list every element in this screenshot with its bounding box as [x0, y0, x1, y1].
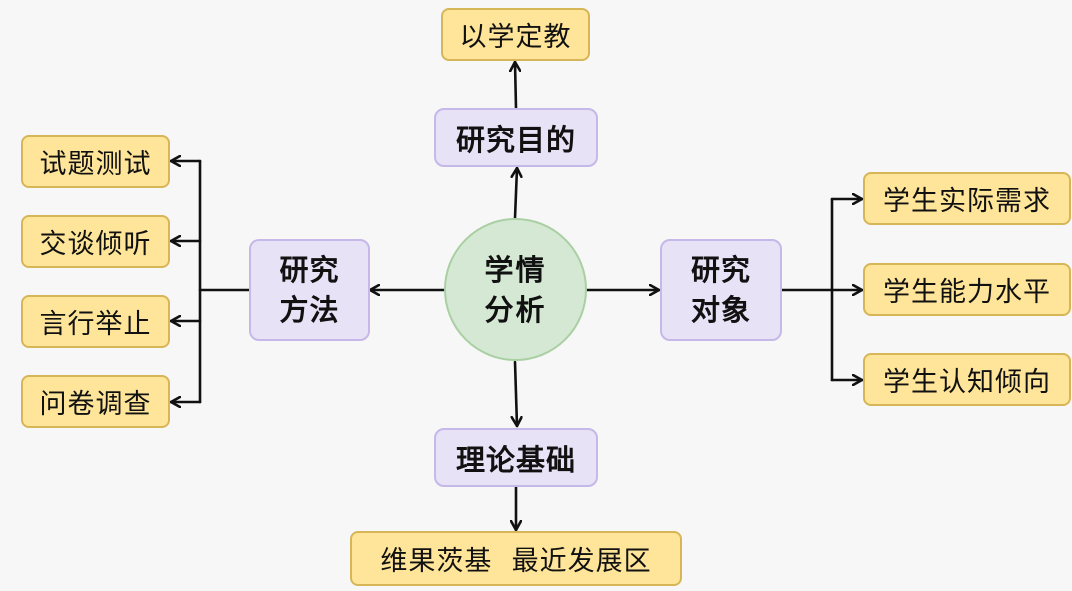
node-object-ability: 学生能力水平 [863, 263, 1071, 316]
node-method-test: 试题测试 [21, 135, 170, 188]
objects-line-1: 研究 [690, 253, 751, 287]
node-research-purpose: 研究目的 [434, 108, 598, 167]
center-line-1: 学情 [484, 252, 547, 287]
node-theoretical-basis: 理论基础 [434, 428, 598, 487]
node-method-survey: 问卷调查 [21, 375, 170, 428]
methods-line-2: 方法 [279, 293, 340, 327]
arrow-center-to-purpose [515, 166, 517, 220]
node-learning-analysis: 学情 分析 [444, 218, 587, 361]
node-research-methods: 研究 方法 [249, 239, 370, 341]
node-research-objects: 研究 对象 [660, 239, 782, 341]
objects-line-2: 对象 [690, 293, 751, 327]
node-method-talk: 交谈倾听 [21, 215, 170, 268]
center-line-2: 分析 [484, 292, 547, 327]
node-teach-by-learning: 以学定教 [441, 8, 590, 61]
arrow-purpose-to-teach [515, 62, 516, 110]
methods-line-1: 研究 [279, 253, 340, 287]
arrow-center-to-theory [515, 360, 517, 428]
node-vygotsky-zpd: 维果茨基 最近发展区 [350, 531, 682, 586]
node-method-behavior: 言行举止 [21, 295, 170, 348]
node-object-cognition: 学生认知倾向 [863, 353, 1071, 406]
node-object-needs: 学生实际需求 [863, 172, 1071, 225]
